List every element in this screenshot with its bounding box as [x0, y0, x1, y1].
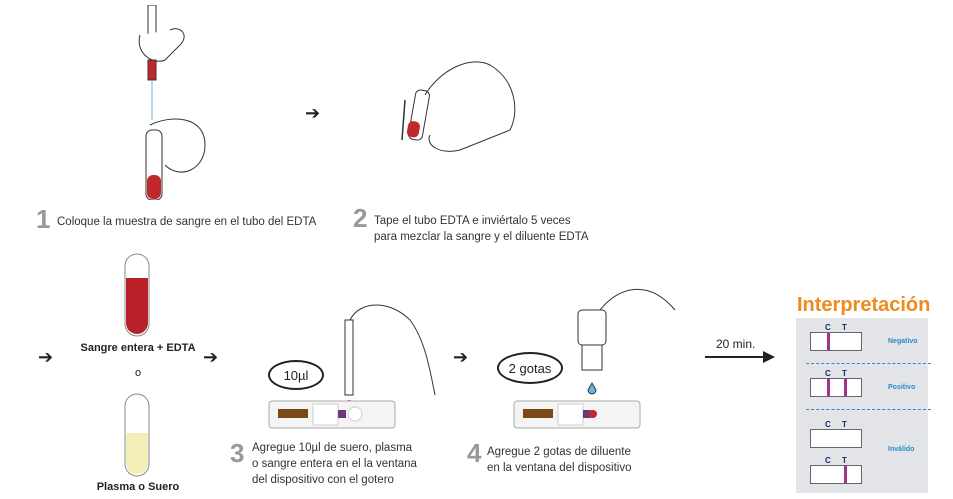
long-arrow-icon [705, 351, 775, 363]
step-number: 1 [36, 204, 51, 234]
interpretation-title: Interpretación [797, 294, 931, 316]
arrow-icon: ➔ [305, 103, 321, 123]
diluent-bottle-illustration [577, 288, 676, 395]
negative-label: Negativo [888, 338, 918, 345]
wait-time: 20 min. [716, 337, 756, 351]
t-label: T [842, 420, 847, 429]
arrow-icon: ➔ [203, 347, 219, 367]
c-label: C [825, 323, 831, 332]
sample-label: Plasma o Suero [96, 481, 180, 493]
result-strip [810, 429, 862, 448]
c-label: C [825, 456, 831, 465]
arrow-icon: ➔ [453, 347, 469, 367]
interpretation-panel: C T Negativo C T Positivo C T Inválido C… [796, 318, 931, 493]
blood-tube-icon [124, 253, 150, 337]
result-strip [810, 378, 862, 397]
step-text: Coloque la muestra de sangre en el tubo … [57, 216, 317, 228]
step-number: 3 [230, 438, 245, 468]
c-label: C [825, 420, 831, 429]
step-number: 4 [467, 438, 482, 468]
dropper-hand-illustration [344, 304, 436, 408]
c-label: C [825, 369, 831, 378]
t-label: T [842, 456, 847, 465]
drops-oval: 2 gotas [497, 352, 563, 384]
or-label: o [134, 367, 142, 379]
step-number: 2 [353, 203, 368, 233]
invalid-label: Inválido [888, 446, 915, 453]
volume-oval: 10µl [268, 360, 324, 390]
result-strip [810, 465, 862, 484]
positive-label: Positivo [888, 384, 916, 391]
test-device [513, 400, 641, 429]
pipette-tube-illustration [138, 5, 206, 200]
t-label: T [842, 323, 847, 332]
result-strip [810, 332, 862, 351]
hand-tube-illustration [401, 61, 516, 152]
arrow-icon: ➔ [38, 347, 54, 367]
sample-label: Sangre entera + EDTA [80, 342, 196, 354]
plasma-tube-icon [124, 393, 150, 477]
test-device [268, 400, 396, 429]
t-label: T [842, 369, 847, 378]
